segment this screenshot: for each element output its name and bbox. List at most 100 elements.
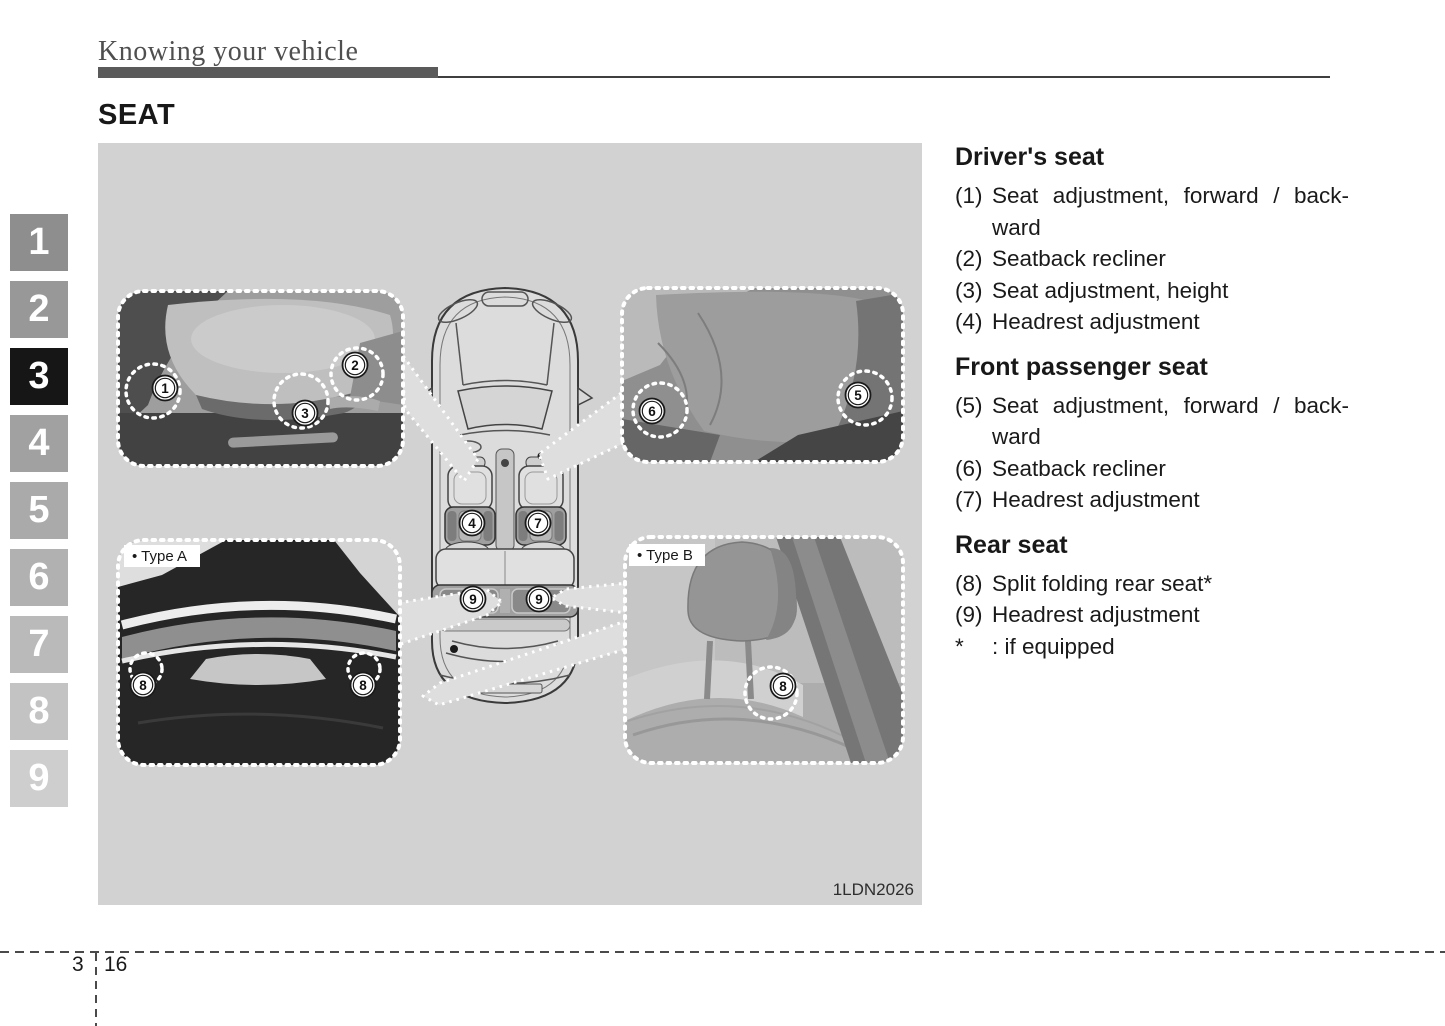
callout-4: 4 [458,509,486,537]
highlight-ring-8c [743,665,799,721]
svg-text:5: 5 [854,388,862,403]
page-title: SEAT [98,99,176,131]
list-item-9: (9) Headrest adjustment [955,599,1349,631]
callout-1: 1 [151,374,179,402]
list-item-7: (7) Headrest adjustment [955,484,1349,516]
chapter-tab-8[interactable]: 8 [10,683,68,740]
item-number: (8) [955,570,983,596]
item-number: (1) [955,183,983,208]
svg-text:1: 1 [161,381,169,396]
rear-seat-type-b-photo-border [623,535,905,765]
leader-band-passenger [537,389,626,481]
callout-2: 2 [341,351,369,379]
list-item-1: (1) Seat adjustment, forward / back- war… [955,180,1349,243]
section-heading: Rear seat [955,530,1068,559]
footer-page-number: 16 [104,953,128,976]
item-text: Headrest adjustment [992,602,1200,627]
section-heading: Driver's seat [955,143,1105,171]
highlight-ring-2 [329,346,385,402]
seat-diagram-figure: • Type A • Type B 1 2 [98,143,922,905]
item-text-wrap: ward [992,214,1041,240]
chapter-tab-4[interactable]: 4 [10,415,68,472]
section-drivers-seat: Driver's seat (1) Seat adjustment, forwa… [955,142,1349,338]
footnote-asterisk: * [955,633,964,659]
item-text: Seatback recliner [992,246,1166,271]
svg-text:3: 3 [301,406,309,421]
highlight-ring-1 [124,362,182,420]
item-text: Split folding rear seat* [992,570,1213,596]
footnote: * : if equipped [955,631,1349,663]
highlight-ring-6 [631,381,689,439]
callout-9a: 9 [459,585,487,613]
chapter-tab-1[interactable]: 1 [10,214,68,271]
item-number: (2) [955,246,983,271]
highlight-ring-3 [272,372,330,430]
rear-seat-type-a-photo [118,540,400,765]
svg-text:8: 8 [359,678,367,693]
item-text: Seat adjustment, height [992,277,1229,303]
item-number: (5) [955,392,983,418]
svg-text:• Type A: • Type A [132,548,187,565]
item-text: Seat adjustment, forward / back- [992,183,1349,208]
section-rear-seat: Rear seat (8) Split folding rear seat* (… [955,530,1349,663]
rear-seat-type-a-photo-border [116,538,402,767]
type-b-label: • Type B [629,544,705,566]
list-item-2: (2) Seatback recliner [955,243,1349,275]
callout-8b: 8 [349,671,377,699]
item-text: Seatback recliner [992,455,1166,481]
item-number: (9) [955,602,983,627]
footnote-text: : if equipped [992,633,1115,659]
driver-seat-photo-border [116,289,405,468]
item-number: (3) [955,277,983,303]
item-number: (6) [955,455,983,481]
chapter-tab-9[interactable]: 9 [10,750,68,807]
svg-text:4: 4 [468,516,476,531]
svg-text:6: 6 [648,404,656,419]
chapter-tab-3-active[interactable]: 3 [10,348,68,405]
header-rule-thick [98,67,438,78]
list-item-4: (4) Headrest adjustment [955,306,1349,338]
svg-text:• Type B: • Type B [637,547,693,564]
item-number: (7) [955,487,983,512]
svg-text:9: 9 [535,592,543,607]
callout-8a: 8 [129,671,157,699]
rear-seat-type-b-photo [625,537,903,763]
footer-divider-vertical [95,953,97,1026]
chapter-tab-6[interactable]: 6 [10,549,68,606]
item-text-wrap: ward [992,424,1041,449]
svg-text:7: 7 [534,516,542,531]
section-heading: Front passenger seat [955,352,1208,381]
svg-text:8: 8 [139,678,147,693]
list-item-5: (5) Seat adjustment, forward / back- war… [955,390,1349,453]
chapter-tab-5[interactable]: 5 [10,482,68,539]
car-top-view [416,286,594,705]
seat-diagram: • Type A • Type B 1 2 [98,143,922,905]
callout-7: 7 [524,509,552,537]
list-item-8: (8) Split folding rear seat* [955,568,1349,600]
item-text: Seat adjustment, forward / back- [992,392,1349,418]
item-text: Headrest adjustment [992,309,1200,334]
type-a-label: • Type A [124,545,200,567]
footer-divider [0,951,1445,953]
figure-code: 1LDN2026 [832,880,914,899]
content-column: Driver's seat (1) Seat adjustment, forwa… [955,142,1349,676]
passenger-seat-photo-border [620,286,905,464]
highlight-ring-5 [836,369,894,427]
list-item-6: (6) Seatback recliner [955,453,1349,485]
leader-band-driver [399,351,480,483]
chapter-tab-7[interactable]: 7 [10,616,68,673]
section-front-passenger-seat: Front passenger seat (5) Seat adjustment… [955,352,1349,516]
list-item-3: (3) Seat adjustment, height [955,275,1349,307]
item-number: (4) [955,309,983,334]
chapter-title: Knowing your vehicle [98,36,359,67]
callout-5: 5 [844,381,872,409]
header-rule-thin [98,76,1330,78]
svg-text:9: 9 [469,592,477,607]
svg-text:8: 8 [779,679,787,694]
footer-chapter-number: 3 [72,953,84,976]
callout-8c: 8 [769,672,797,700]
callout-6: 6 [638,397,666,425]
chapter-tab-2[interactable]: 2 [10,281,68,338]
callout-9b: 9 [525,585,553,613]
